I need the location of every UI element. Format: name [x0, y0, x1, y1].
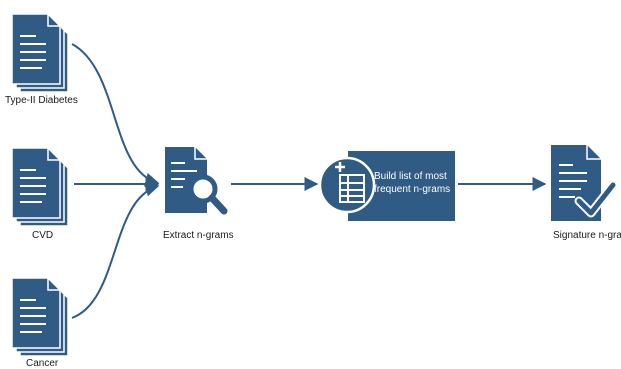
document-stack-icon — [11, 277, 69, 357]
table-add-icon — [318, 156, 376, 214]
document-stack-icon — [11, 147, 69, 227]
signature-label: Signature n-grams — [553, 230, 621, 241]
arrow-cancer-to-extract — [71, 182, 160, 319]
input-label-cancer: Cancer — [26, 358, 59, 369]
document-stack-icon — [11, 13, 69, 93]
document-magnifier-icon — [165, 147, 228, 215]
extract-label: Extract n-grams — [163, 230, 234, 241]
input-label-cvd: CVD — [32, 230, 54, 241]
build-list-label: Build list of most frequent n-grams — [374, 171, 451, 195]
arrow-diabetes-to-extract — [71, 43, 160, 187]
document-check-icon — [551, 145, 618, 221]
input-label-type2-diabetes: Type-II Diabetes — [5, 95, 78, 106]
